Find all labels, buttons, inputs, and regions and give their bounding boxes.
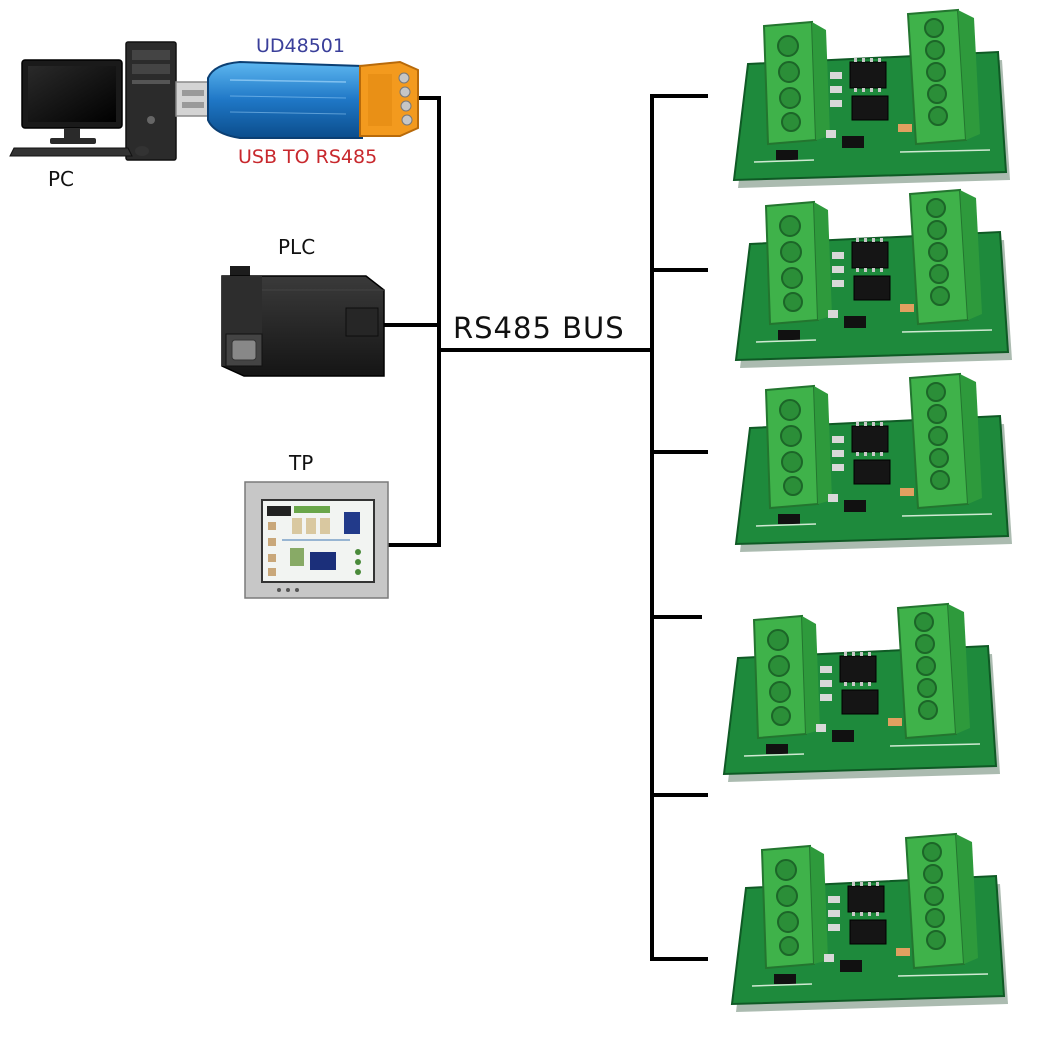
plc-label: PLC [278, 235, 315, 259]
rs485-modules [723, 9, 1013, 1013]
rs485-module-icon [735, 189, 1013, 369]
rs485-module-4 [723, 603, 1001, 783]
tp-device: TP [244, 451, 389, 599]
usb-adapter-icon [175, 60, 419, 139]
rs485-module-icon [733, 9, 1011, 189]
usb-converter-device: UD48501 USB TO RS485 [175, 35, 419, 168]
rs485-module-3 [735, 373, 1013, 553]
bus-label: RS485 BUS [453, 311, 625, 345]
rs485-module-icon [731, 833, 1009, 1013]
pc-label: PC [48, 167, 74, 191]
rs485-module-icon [735, 373, 1013, 553]
wiring [382, 94, 708, 961]
pc-device: PC [9, 41, 177, 191]
wire-converter [416, 96, 441, 547]
plc-device: PLC [221, 235, 385, 377]
rs485-module-icon [723, 603, 1001, 783]
rs485-module-5 [731, 833, 1009, 1013]
rs485-module-1 [733, 9, 1011, 189]
converter-model-label: UD48501 [256, 35, 345, 57]
plc-unit-icon [221, 266, 385, 377]
desktop-computer-icon [9, 41, 177, 161]
touch-panel-icon [244, 481, 389, 599]
tp-label: TP [288, 451, 313, 475]
converter-function-label: USB TO RS485 [238, 146, 377, 168]
rs485-module-2 [735, 189, 1013, 369]
